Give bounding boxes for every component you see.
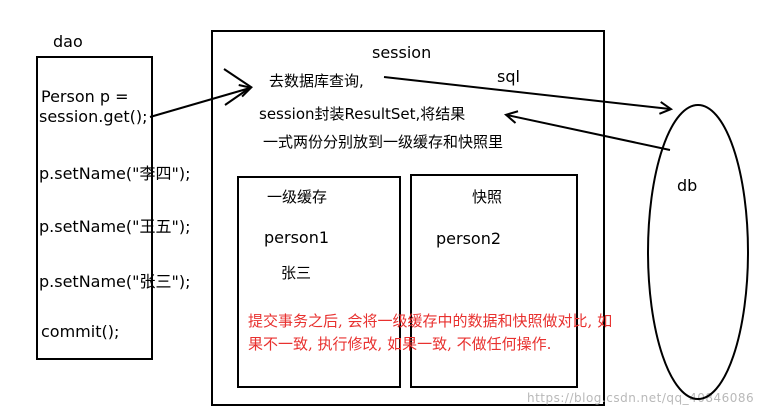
first-level-cache-box	[237, 176, 401, 388]
session-title: session	[372, 43, 432, 62]
session-resultset-text: session封装ResultSet,将结果	[259, 105, 466, 123]
cache-title: 一级缓存	[267, 188, 328, 206]
session-copy-text: 一式两份分别放到一级缓存和快照里	[263, 133, 504, 151]
dao-line-person: Person p =	[41, 87, 129, 106]
snapshot-title: 快照	[472, 188, 503, 206]
dao-line-setname-wangwu: p.setName("王五");	[39, 217, 191, 236]
dao-line-setname-zhangsan: p.setName("张三");	[39, 272, 191, 291]
session-entry-chevron	[223, 68, 253, 106]
dao-line-session-get: session.get();	[39, 107, 148, 126]
dao-line-setname-lisi: p.setName("李四");	[39, 164, 191, 183]
cache-value-label: 张三	[281, 264, 312, 282]
sql-label: sql	[497, 67, 520, 86]
snapshot-box	[410, 174, 578, 388]
commit-note: 提交事务之后, 会将一级缓存中的数据和快照做对比, 如果不一致, 执行修改, 如…	[248, 312, 613, 353]
dao-box	[36, 56, 153, 360]
session-query-text: 去数据库查询,	[269, 72, 364, 90]
dao-title: dao	[53, 32, 83, 51]
dao-line-commit: commit();	[41, 322, 120, 341]
db-ellipse	[647, 104, 749, 400]
cache-object-label: person1	[264, 228, 330, 247]
watermark: https://blog.csdn.net/qq_40846086	[527, 391, 755, 405]
session-box	[211, 30, 605, 406]
arrow-db-to-session	[507, 115, 671, 151]
db-label: db	[677, 176, 698, 195]
snapshot-object-label: person2	[436, 229, 502, 248]
arrow-dao-to-session	[149, 88, 250, 118]
arrow-session-to-db	[383, 76, 670, 109]
